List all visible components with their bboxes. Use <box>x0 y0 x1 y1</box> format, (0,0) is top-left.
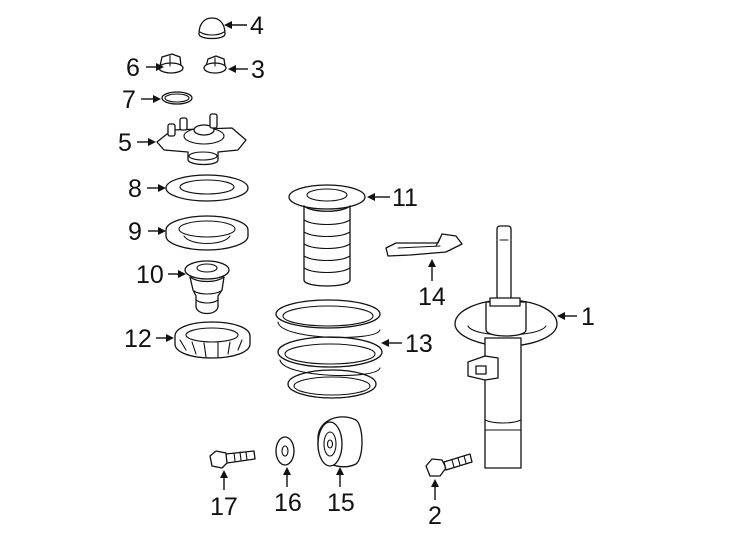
part-11-dust-boot <box>288 184 366 287</box>
part-17-bolt <box>209 450 256 469</box>
part-4-dust-cap <box>198 17 226 40</box>
callout-3: 3 <box>251 56 265 84</box>
part-2-bolt <box>425 453 473 477</box>
callout-6: 6 <box>126 54 140 82</box>
callout-4: 4 <box>250 12 264 40</box>
part-8-spring-seat <box>165 174 249 202</box>
callout-12: 12 <box>124 325 152 353</box>
part-14-bracket <box>385 233 463 257</box>
callout-7: 7 <box>122 86 136 114</box>
callout-11: 11 <box>392 184 418 212</box>
part-15-bearing <box>317 416 363 468</box>
part-1-strut-assembly <box>454 225 558 469</box>
part-3-nut <box>203 55 227 74</box>
callout-5: 5 <box>118 129 132 157</box>
part-7-o-ring <box>161 91 193 105</box>
part-10-bump-stop <box>184 260 230 315</box>
callout-numbers: 4 6 3 7 5 8 9 10 12 11 13 14 1 2 15 16 1… <box>118 12 595 530</box>
callout-15: 15 <box>327 489 355 517</box>
callout-2: 2 <box>428 502 442 530</box>
callout-8: 8 <box>128 175 142 203</box>
part-6-flange-nut <box>158 53 184 74</box>
part-16-washer <box>275 436 295 466</box>
part-5-strut-mount <box>156 113 247 166</box>
callout-9: 9 <box>128 218 142 246</box>
callout-1: 1 <box>581 303 595 331</box>
part-9-insulator <box>165 215 249 251</box>
callout-16: 16 <box>274 489 302 517</box>
callout-10: 10 <box>136 261 164 289</box>
part-12-lower-insulator <box>174 321 251 359</box>
leader-lines <box>137 21 577 500</box>
callout-14: 14 <box>418 283 446 311</box>
callout-17: 17 <box>210 493 238 521</box>
part-13-coil-spring <box>275 299 383 399</box>
callout-13: 13 <box>405 330 433 358</box>
